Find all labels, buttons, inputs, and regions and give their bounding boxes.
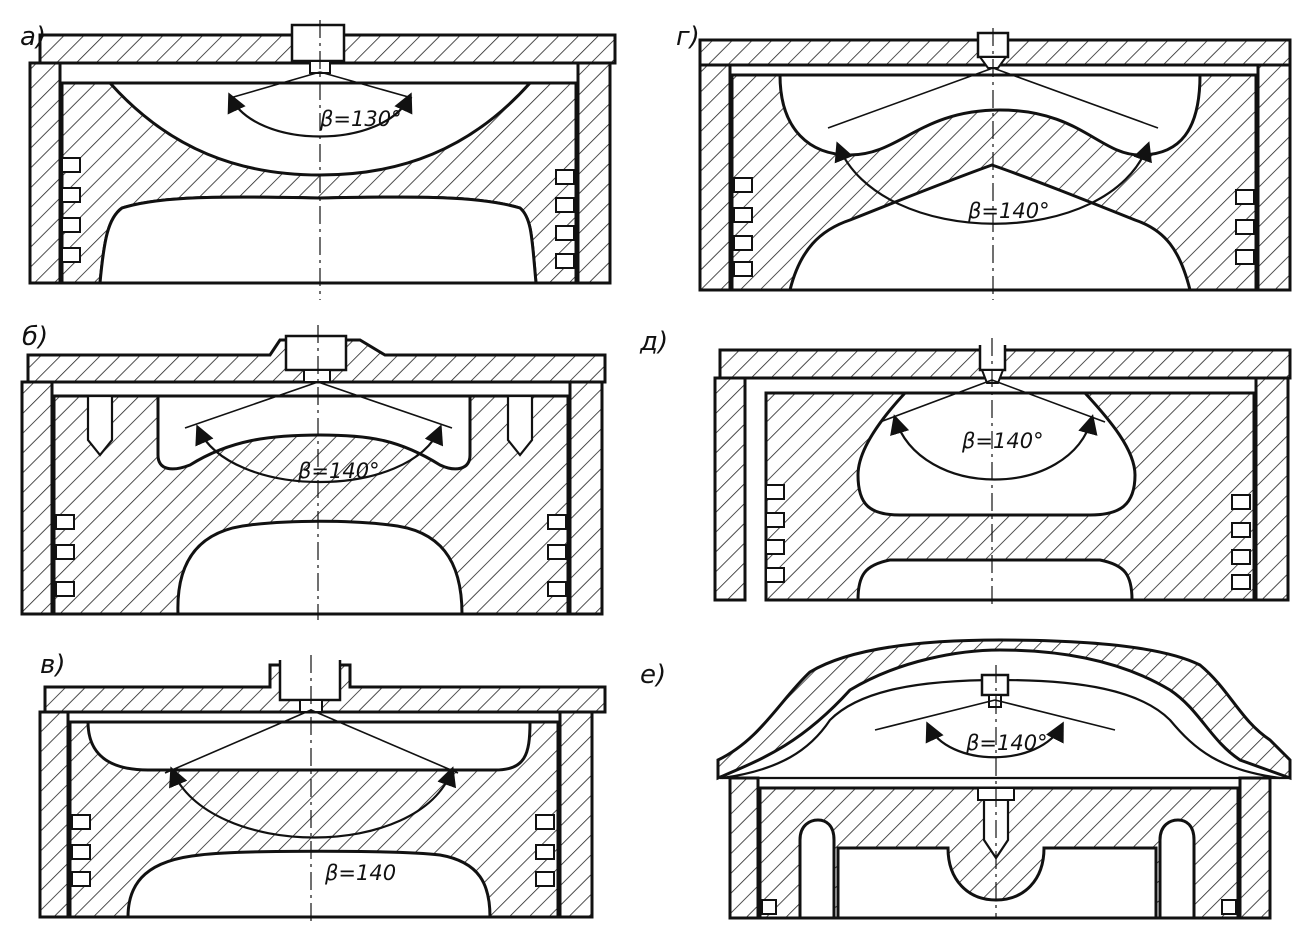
spray-angle-arc-d (890, 414, 1098, 481)
cylinder-wall-left-g (698, 63, 732, 292)
piston-bowl-d (856, 391, 1137, 517)
injector-a (290, 23, 346, 74)
spray-angle-label-e: β=140° (965, 731, 1048, 755)
spray-angle-arc-e (925, 721, 1064, 759)
cylinder-wall-right-g (1256, 63, 1292, 292)
panel-label-b: б) (22, 322, 48, 352)
panel-label-v: в) (40, 650, 65, 680)
spray-angle-label-d: β=140° (961, 429, 1044, 453)
panel-d: β=140° д) (639, 327, 1292, 606)
cylinder-wall-left-d (713, 376, 747, 602)
panel-e: β=140° е) (640, 638, 1292, 920)
ring-grooves-g (733, 177, 1255, 277)
spray-angle-label-a: β=130° (319, 107, 402, 131)
cylinder-wall-right-b (568, 380, 604, 616)
panel-label-g: г) (676, 22, 700, 52)
cylinder-wall-left-a (28, 61, 62, 285)
ring-grooves-b (55, 514, 567, 597)
piston-bowl-v (86, 720, 532, 772)
spray-angle-label-g: β=140° (967, 199, 1050, 223)
cylinder-wall-left-v (38, 710, 70, 919)
injector-e (980, 673, 1010, 708)
ring-grooves-e (761, 899, 1237, 915)
panel-b: β=140° б) (20, 322, 607, 620)
cylinder-wall-left-e (728, 776, 760, 920)
cylinder-wall-left-b (20, 380, 54, 616)
panel-g: β=140° г) (676, 22, 1292, 300)
spray-angle-arc-b (195, 424, 444, 483)
spray-angle-arc-a (227, 92, 413, 138)
ring-grooves-v (71, 814, 555, 887)
spray-angle-arc-g (834, 141, 1152, 225)
panel-label-e: е) (640, 660, 666, 690)
panel-a: β=130° а) (20, 20, 617, 300)
panel-label-a: а) (20, 22, 46, 52)
injector-v (278, 660, 342, 713)
piston-bowl-g (778, 73, 1202, 157)
cylinder-head-e (716, 638, 1292, 781)
panel-v: β=140 в) (38, 650, 607, 925)
ring-grooves-a (61, 157, 575, 269)
spray-angle-arc-v (169, 766, 456, 839)
ring-grooves-d (765, 484, 1251, 590)
cylinder-wall-right-d (1254, 376, 1290, 602)
spray-angle-label-b: β=140° (297, 459, 380, 483)
spray-angle-label-v: β=140 (324, 861, 396, 885)
bolts-b (86, 394, 534, 457)
panel-label-d: д) (639, 327, 668, 357)
cylinder-wall-right-e (1238, 776, 1272, 920)
cylinder-wall-right-v (558, 710, 594, 919)
cylinder-wall-right-a (576, 61, 612, 285)
injector-b (284, 334, 348, 383)
